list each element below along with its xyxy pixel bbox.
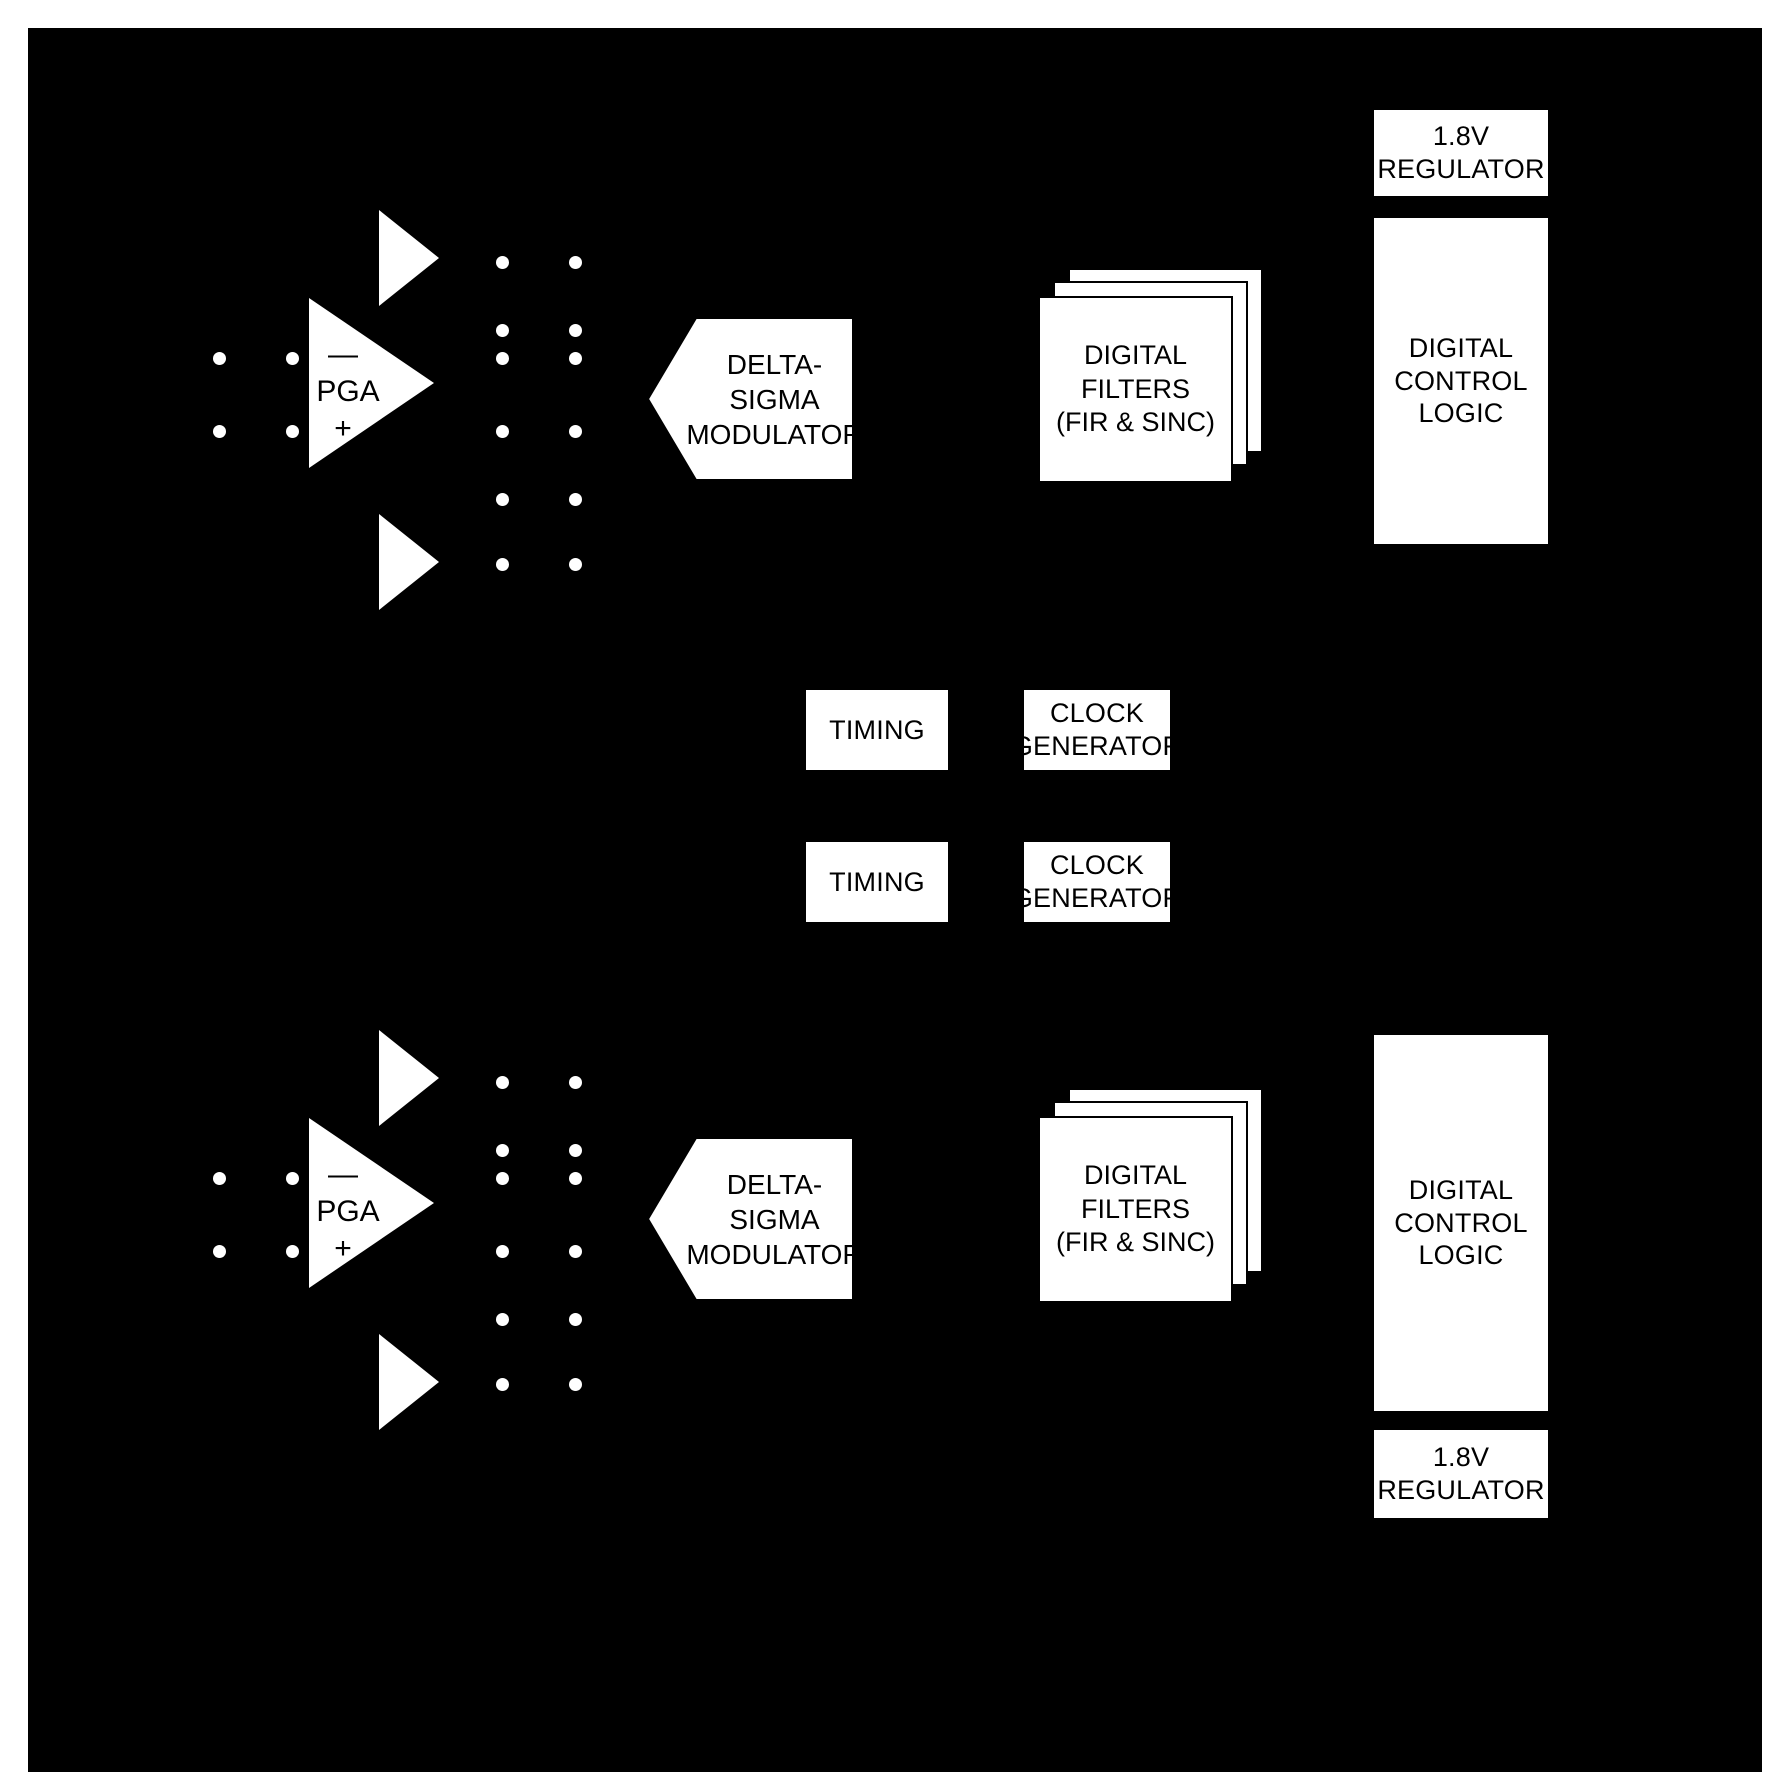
pad-top-c2-r5[interactable]: [569, 493, 582, 506]
pga-bottom-plus-label: +: [334, 1232, 352, 1265]
pga-bottom-minus-label: —: [328, 1158, 358, 1191]
regulator-top[interactable]: 1.8V REGULATOR: [1372, 108, 1550, 198]
pad-top-c1-r6[interactable]: [496, 558, 509, 571]
pga-bottom-label: PGA: [316, 1195, 380, 1228]
digital-control-logic-top[interactable]: DIGITAL CONTROL LOGIC: [1372, 216, 1550, 546]
pad-bottom-c2-r4[interactable]: [569, 1245, 582, 1258]
pga-top-minus-label: —: [328, 338, 358, 371]
pad-bottom-c1-r4[interactable]: [496, 1245, 509, 1258]
regulator-bottom[interactable]: 1.8V REGULATOR: [1372, 1428, 1550, 1520]
pad-top-c1-r4[interactable]: [496, 425, 509, 438]
pga-bottom[interactable]: [309, 1118, 434, 1288]
timing-block-1[interactable]: TIMING: [804, 688, 950, 772]
pad-bottom-c2-r1[interactable]: [569, 1076, 582, 1089]
pad-top-c2-r2[interactable]: [569, 324, 582, 337]
pga-top-plus-label: +: [334, 412, 352, 445]
amplifier-bottom-upper[interactable]: [379, 1030, 439, 1126]
pad-top-c1-r5[interactable]: [496, 493, 509, 506]
input-pad-top-a2[interactable]: [286, 352, 299, 365]
delta-sigma-modulator-top-label: DELTA-SIGMA MODULATOR: [686, 348, 863, 450]
pad-top-c1-r3[interactable]: [496, 352, 509, 365]
digital-filters-sheet-front: DIGITAL FILTERS (FIR & SINC): [1038, 296, 1233, 483]
input-pad-bottom-b2[interactable]: [286, 1245, 299, 1258]
input-pad-top-a1[interactable]: [213, 352, 226, 365]
pad-top-c2-r4[interactable]: [569, 425, 582, 438]
input-pad-bottom-b1[interactable]: [213, 1245, 226, 1258]
delta-sigma-modulator-bottom[interactable]: DELTA-SIGMA MODULATOR: [648, 1138, 863, 1300]
pad-bottom-c1-r1[interactable]: [496, 1076, 509, 1089]
amplifier-top-lower[interactable]: [379, 514, 439, 610]
input-pad-bottom-a1[interactable]: [213, 1172, 226, 1185]
pad-bottom-c2-r2[interactable]: [569, 1144, 582, 1157]
pad-top-c2-r6[interactable]: [569, 558, 582, 571]
digital-control-logic-bottom[interactable]: DIGITAL CONTROL LOGIC: [1372, 1033, 1550, 1413]
pad-bottom-c2-r5[interactable]: [569, 1313, 582, 1326]
timing-block-2[interactable]: TIMING: [804, 840, 950, 924]
input-pad-top-b1[interactable]: [213, 425, 226, 438]
amplifier-top-upper[interactable]: [379, 210, 439, 306]
digital-filters-sheet-front: DIGITAL FILTERS (FIR & SINC): [1038, 1116, 1233, 1303]
pga-top[interactable]: [309, 298, 434, 468]
input-pad-top-b2[interactable]: [286, 425, 299, 438]
delta-sigma-modulator-bottom-label: DELTA-SIGMA MODULATOR: [686, 1168, 863, 1270]
clock-generator-block-1[interactable]: CLOCK GENERATOR: [1012, 688, 1182, 772]
pad-bottom-c1-r2[interactable]: [496, 1144, 509, 1157]
pad-top-c2-r3[interactable]: [569, 352, 582, 365]
pad-bottom-c1-r5[interactable]: [496, 1313, 509, 1326]
clock-generator-block-2[interactable]: CLOCK GENERATOR: [1012, 840, 1182, 924]
delta-sigma-modulator-top[interactable]: DELTA-SIGMA MODULATOR: [648, 318, 863, 480]
pad-bottom-c2-r3[interactable]: [569, 1172, 582, 1185]
diagram-canvas: 1.8V REGULATOR DIGITAL CONTROL LOGIC DIG…: [28, 28, 1762, 1772]
pad-bottom-c1-r3[interactable]: [496, 1172, 509, 1185]
amplifier-bottom-lower[interactable]: [379, 1334, 439, 1430]
input-pad-bottom-a2[interactable]: [286, 1172, 299, 1185]
pad-top-c2-r1[interactable]: [569, 256, 582, 269]
pga-top-label: PGA: [316, 375, 380, 408]
digital-filters-stack-top[interactable]: DIGITAL FILTERS (FIR & SINC): [1038, 268, 1263, 483]
pad-bottom-c2-r6[interactable]: [569, 1378, 582, 1391]
pad-top-c1-r2[interactable]: [496, 324, 509, 337]
digital-filters-stack-bottom[interactable]: DIGITAL FILTERS (FIR & SINC): [1038, 1088, 1263, 1303]
pad-bottom-c1-r6[interactable]: [496, 1378, 509, 1391]
pad-top-c1-r1[interactable]: [496, 256, 509, 269]
